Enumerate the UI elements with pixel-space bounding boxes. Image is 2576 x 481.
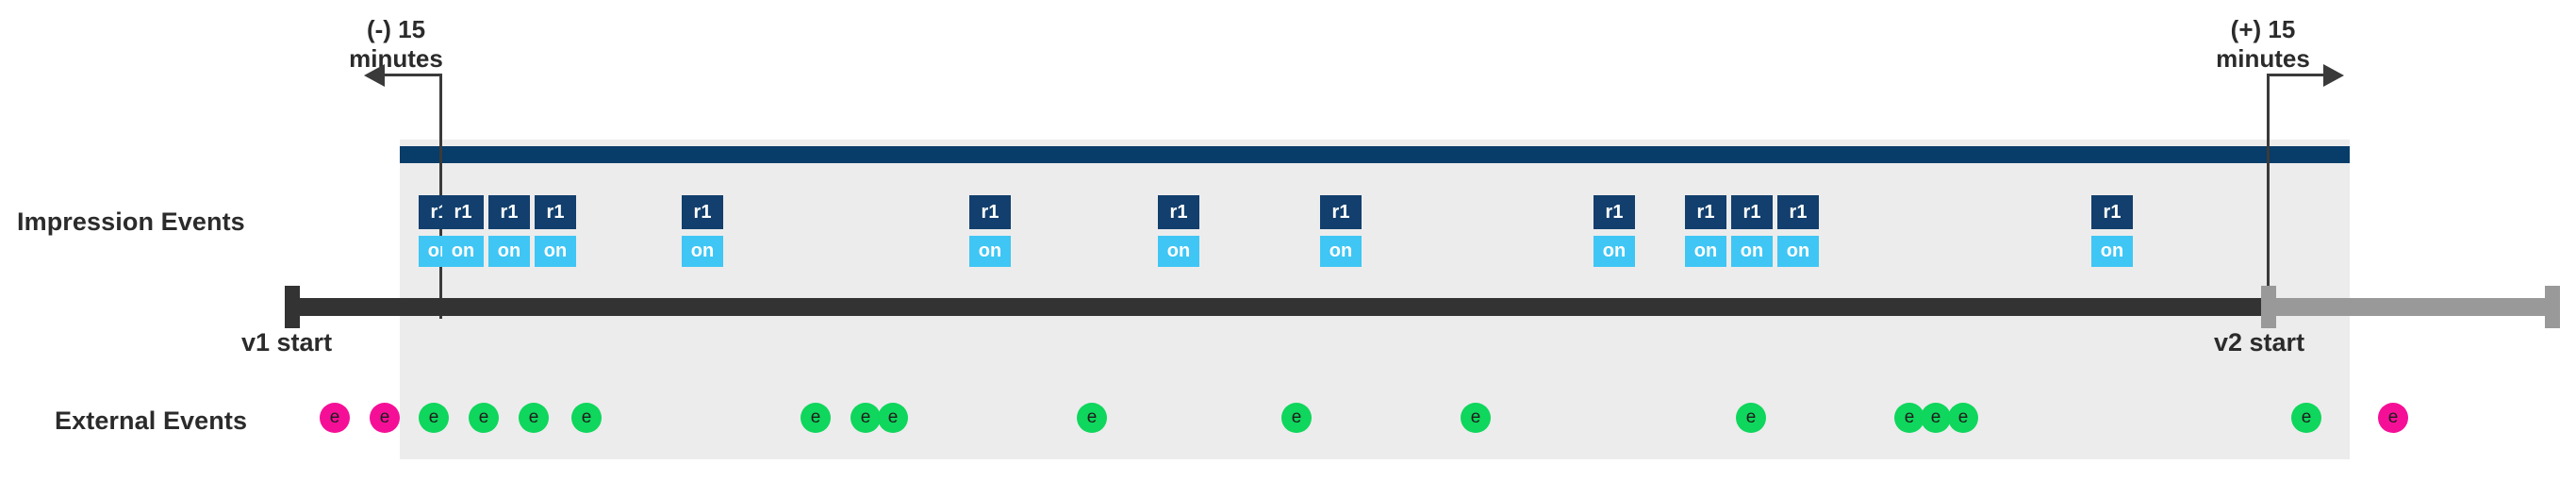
plus-15-minutes-line2: minutes bbox=[2216, 43, 2310, 73]
impression-chip[interactable]: r1 on bbox=[1731, 195, 1773, 267]
external-event-dot-in-window[interactable]: e bbox=[419, 403, 449, 433]
chip-request-badge: r1 bbox=[682, 195, 723, 229]
external-event-dot-in-window[interactable]: e bbox=[2291, 403, 2321, 433]
external-event-dot-in-window[interactable]: e bbox=[1921, 403, 1951, 433]
impression-chip[interactable]: r1 on bbox=[442, 195, 484, 267]
plus-15-minutes-line1: (+) 15 bbox=[2230, 15, 2296, 43]
chip-request-badge: r1 bbox=[969, 195, 1011, 229]
impression-chip[interactable]: r1 on bbox=[488, 195, 530, 267]
timeline-cap-v2-end bbox=[2545, 286, 2560, 328]
impression-chip[interactable]: r1 on bbox=[682, 195, 723, 267]
timeline-segment-v1 bbox=[285, 298, 2268, 316]
chip-request-badge: r1 bbox=[2091, 195, 2133, 229]
impression-chip-group: r1 on bbox=[1593, 195, 1635, 267]
window-right-guide-line bbox=[2267, 74, 2270, 306]
chip-request-badge: r1 bbox=[442, 195, 484, 229]
impression-chip[interactable]: r1 on bbox=[1593, 195, 1635, 267]
chip-on-badge: on bbox=[1158, 236, 1199, 267]
chip-on-badge: on bbox=[1731, 236, 1773, 267]
impression-chip-group: r1 on bbox=[969, 195, 1011, 267]
impression-chip-group: r1 on bbox=[682, 195, 723, 267]
external-event-dot-in-window[interactable]: e bbox=[1461, 403, 1491, 433]
impression-chip-group: r1 on bbox=[1320, 195, 1362, 267]
version-bar bbox=[400, 146, 2350, 163]
chip-on-badge: on bbox=[535, 236, 576, 267]
impression-events-label: Impression Events bbox=[17, 207, 245, 236]
external-event-dot-in-window[interactable]: e bbox=[801, 403, 831, 433]
chip-request-badge: r1 bbox=[1685, 195, 1726, 229]
minus-15-minutes-callout: (-) 15 minutes bbox=[302, 15, 490, 73]
plus-15-arrow-stem bbox=[2267, 74, 2325, 76]
chip-request-badge: r1 bbox=[1320, 195, 1362, 229]
chip-request-badge: r1 bbox=[488, 195, 530, 229]
chip-on-badge: on bbox=[1777, 236, 1819, 267]
timeline-cap-v2-start bbox=[2261, 286, 2276, 328]
impression-chip-group: r1 on bbox=[1158, 195, 1199, 267]
impression-chip[interactable]: r1 on bbox=[1685, 195, 1726, 267]
minus-15-arrow-stem bbox=[383, 74, 441, 76]
impression-chip[interactable]: r1 on bbox=[1158, 195, 1199, 267]
impression-chip-group: r1 on bbox=[2091, 195, 2133, 267]
v1-start-label: v1 start bbox=[241, 328, 333, 357]
timeline-cap-v1-start bbox=[285, 286, 300, 328]
impression-chip[interactable]: r1 on bbox=[535, 195, 576, 267]
chip-on-badge: on bbox=[488, 236, 530, 267]
plus-15-minutes-callout: (+) 15 minutes bbox=[2169, 15, 2357, 73]
chip-on-badge: on bbox=[1685, 236, 1726, 267]
arrow-right-icon bbox=[2323, 64, 2344, 87]
external-event-dot-out-window[interactable]: e bbox=[2378, 403, 2408, 433]
chip-request-badge: r1 bbox=[1731, 195, 1773, 229]
external-event-dot-in-window[interactable]: e bbox=[1736, 403, 1766, 433]
chip-request-badge: r1 bbox=[535, 195, 576, 229]
minus-15-minutes-line1: (-) 15 bbox=[366, 15, 426, 43]
chip-request-badge: r1 bbox=[1158, 195, 1199, 229]
external-event-dot-in-window[interactable]: e bbox=[1948, 403, 1978, 433]
impression-chip[interactable]: r1 on bbox=[1777, 195, 1819, 267]
chip-on-badge: on bbox=[682, 236, 723, 267]
chip-on-badge: on bbox=[2091, 236, 2133, 267]
external-event-dot-in-window[interactable]: e bbox=[1281, 403, 1312, 433]
impression-chip[interactable]: r1 on bbox=[969, 195, 1011, 267]
external-event-dot-in-window[interactable]: e bbox=[1077, 403, 1107, 433]
external-event-dot-in-window[interactable]: e bbox=[469, 403, 499, 433]
arrow-left-icon bbox=[364, 64, 385, 87]
external-event-dot-in-window[interactable]: e bbox=[571, 403, 602, 433]
chip-request-badge: r1 bbox=[1593, 195, 1635, 229]
timeline-segment-v2 bbox=[2268, 298, 2560, 316]
chip-on-badge: on bbox=[1593, 236, 1635, 267]
external-event-dot-in-window[interactable]: e bbox=[878, 403, 908, 433]
external-event-dot-in-window[interactable]: e bbox=[519, 403, 549, 433]
impression-chip[interactable]: r1 on bbox=[2091, 195, 2133, 267]
external-events-label: External Events bbox=[55, 406, 248, 435]
external-event-dot-out-window[interactable]: e bbox=[320, 403, 350, 433]
chip-request-badge: r1 bbox=[1777, 195, 1819, 229]
external-event-dot-out-window[interactable]: e bbox=[370, 403, 400, 433]
external-event-dot-in-window[interactable]: e bbox=[850, 403, 881, 433]
chip-on-badge: on bbox=[442, 236, 484, 267]
minus-15-minutes-line2: minutes bbox=[349, 43, 443, 73]
chip-on-badge: on bbox=[969, 236, 1011, 267]
impression-chip[interactable]: r1 on bbox=[1320, 195, 1362, 267]
v2-start-label: v2 start bbox=[2214, 328, 2305, 357]
chip-on-badge: on bbox=[1320, 236, 1362, 267]
external-event-dot-in-window[interactable]: e bbox=[1894, 403, 1924, 433]
